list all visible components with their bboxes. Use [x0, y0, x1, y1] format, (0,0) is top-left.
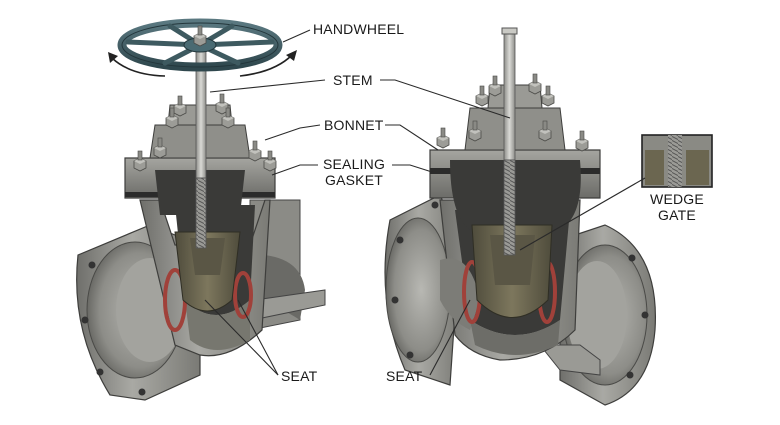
label-bonnet: BONNET [324, 117, 384, 133]
wedge-gate-inset [642, 135, 712, 187]
label-wedge-gate: WEDGE GATE [645, 191, 709, 223]
label-wedge-gate-line1: WEDGE [645, 191, 709, 207]
label-seat-left: SEAT [281, 368, 317, 384]
left-valve-wedge [175, 232, 240, 311]
right-valve-stem [502, 28, 517, 255]
leader-bonnet-left [265, 125, 320, 140]
label-sealing-gasket: SEALING GASKET [318, 156, 390, 188]
leader-gasket-left [272, 165, 318, 175]
label-sealing-gasket-line2: GASKET [318, 172, 390, 188]
leader-bonnet-right [385, 125, 438, 150]
left-valve-stem [196, 48, 206, 248]
label-stem: STEM [333, 72, 373, 88]
label-seat-right: SEAT [386, 368, 422, 384]
label-handwheel: HANDWHEEL [313, 21, 404, 37]
right-valve [385, 28, 655, 405]
label-wedge-gate-line2: GATE [645, 207, 709, 223]
left-valve [77, 23, 325, 400]
leader-stem-left [210, 80, 325, 92]
leader-gasket-right [392, 165, 432, 172]
label-sealing-gasket-line1: SEALING [318, 156, 390, 172]
leader-handwheel [283, 30, 310, 42]
